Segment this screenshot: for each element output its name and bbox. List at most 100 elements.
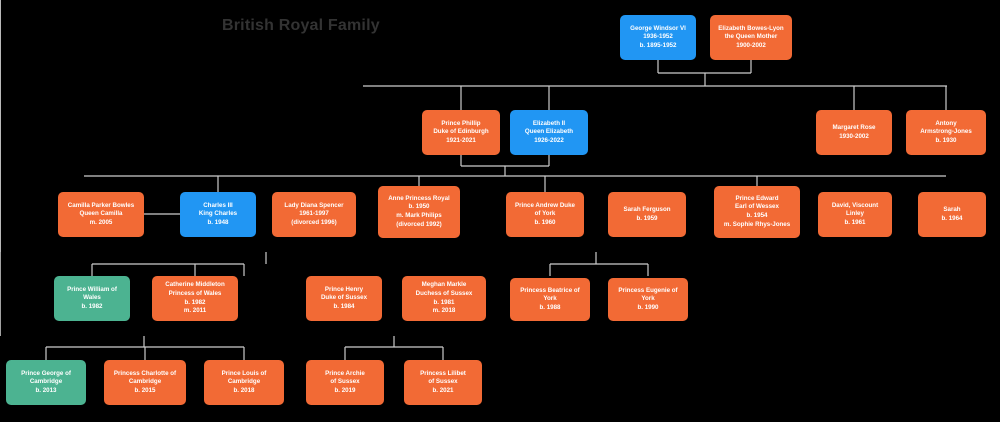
node-line: m. 2005 xyxy=(89,218,113,226)
node-line: Princess Lilibet xyxy=(420,369,466,377)
node-line: Sarah xyxy=(943,205,961,213)
node-line: Margaret Rose xyxy=(832,123,876,131)
node-line: Camilla Parker Bowles xyxy=(67,201,135,209)
node-line: Prince George of xyxy=(21,369,71,377)
node-line: b. 1954 xyxy=(746,212,768,219)
node-line: Prince Louis of xyxy=(221,369,267,377)
node-line: b. 1990 xyxy=(637,303,659,311)
node-line: b. 1982 xyxy=(81,302,103,310)
node-line: Cambridge xyxy=(29,378,63,386)
node-line: b. 1964 xyxy=(941,214,963,222)
node-line: of Sussex xyxy=(428,378,458,386)
node-line: m. 2018 xyxy=(432,307,456,315)
node-line: b. 2018 xyxy=(233,386,255,394)
node-line: b. 1981 xyxy=(433,298,455,306)
node-line: 1900-2002 xyxy=(736,41,766,49)
node-line: b. 1961 xyxy=(844,218,866,226)
node-line: b. 1988 xyxy=(539,303,561,311)
node-line: King Charles xyxy=(198,210,238,218)
node-line: Prince Henry xyxy=(324,285,364,293)
node-line: 1961-1997 xyxy=(299,210,329,218)
node-line: (divorced 1992) xyxy=(396,220,442,228)
node-line: Princess Charlotte of xyxy=(113,369,177,377)
node-line: of York xyxy=(534,210,556,218)
node-line: Cambridge xyxy=(227,378,261,386)
node-line: b. 2013 xyxy=(35,386,57,394)
node-line: Antony xyxy=(935,119,957,127)
node-line: the Queen Mother xyxy=(724,33,778,41)
node-line: George Windsor VI xyxy=(630,24,686,32)
node-line: m. 2011 xyxy=(183,307,207,315)
node-line: Princess Beatrice of xyxy=(520,286,580,294)
node-line: Duke of Sussex xyxy=(320,294,368,302)
node-line: b. 1895-1952 xyxy=(639,41,677,49)
node-line: Catherine Middleton xyxy=(165,281,225,289)
node-line: 1926-2022 xyxy=(534,136,564,144)
node-line: Anne Princess Royal xyxy=(388,194,450,202)
node-line: Duchess of Sussex xyxy=(415,289,473,297)
node-line: Wales xyxy=(83,294,101,302)
node-line: Prince Phillip xyxy=(441,119,481,127)
node-line: b. 2021 xyxy=(432,386,454,394)
node-line: b. 1960 xyxy=(534,218,556,226)
node-line: Duke of Edinburgh xyxy=(433,128,489,136)
node-line: Prince William of xyxy=(67,285,117,293)
node-line: Linley xyxy=(846,210,864,218)
node-line: Elizabeth II xyxy=(532,119,566,127)
node-line: Sarah Ferguson xyxy=(623,205,671,213)
node-line: Queen Elizabeth xyxy=(524,128,574,136)
node-line: Charles III xyxy=(203,201,233,209)
node-line: York xyxy=(641,295,655,303)
node-line: Earl of Wessex xyxy=(735,203,779,211)
node-line: York xyxy=(543,295,557,303)
node-line: 1936-1952 xyxy=(643,33,673,41)
node-line: Meghan Markle xyxy=(421,281,467,289)
node-line: Cambridge xyxy=(128,378,162,386)
node-line: Elizabeth Bowes-Lyon xyxy=(718,24,784,32)
node-line: 1921-2021 xyxy=(446,136,476,144)
node-line: b. 2015 xyxy=(134,386,156,394)
node-line: Princess Eugenie of xyxy=(618,286,678,294)
page-title: British Royal Family xyxy=(222,17,380,34)
node-line: m. Mark Philips xyxy=(396,212,442,219)
node-line: Prince Edward xyxy=(735,194,779,202)
node-line: b. 1950 xyxy=(408,203,430,211)
node-line: of Sussex xyxy=(330,378,360,386)
node-line: b. 1982 xyxy=(184,298,206,306)
node-line: b. 1959 xyxy=(636,214,658,222)
node-line: b. 1930 xyxy=(935,136,957,144)
node-line: David, Viscount xyxy=(831,201,879,209)
node-line: b. 1984 xyxy=(333,302,355,310)
node-line: Lady Diana Spencer xyxy=(284,201,344,209)
node-line: b. 2019 xyxy=(334,386,356,394)
node-line: Prince Archie xyxy=(325,369,365,377)
node-line: m. Sophie Rhys-Jones xyxy=(723,220,791,228)
